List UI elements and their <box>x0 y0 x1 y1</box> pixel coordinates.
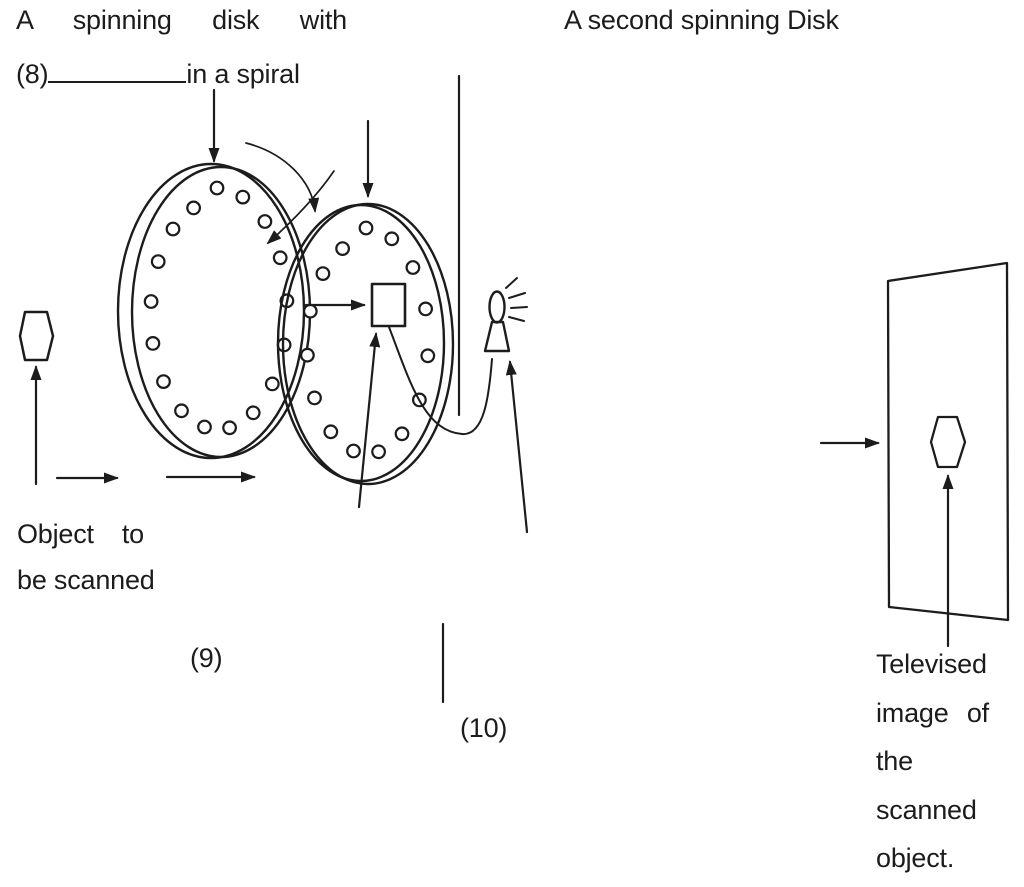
televised-hexagon <box>929 415 967 469</box>
rotation-arrows <box>245 142 335 245</box>
lamp-icon <box>483 277 528 353</box>
photocell-square <box>370 282 407 328</box>
televised-caption-line: image of <box>876 697 989 728</box>
disk1-spiral-holes <box>143 180 295 436</box>
televised-caption-line: the <box>876 746 913 776</box>
object-hexagon <box>18 310 55 362</box>
light-rays-icon <box>505 277 528 322</box>
caption-object-line2: be scanned <box>17 565 155 595</box>
screen-panel <box>886 261 1010 622</box>
arrow-to-lamp <box>505 360 529 534</box>
answer-blank-8 <box>48 53 187 83</box>
television-screen <box>886 261 1010 622</box>
blank-8-label: (8) <box>16 59 49 89</box>
televised-caption-line: scanned <box>876 794 977 825</box>
caption-televised-image: Televised image of the scanned object. <box>876 640 989 883</box>
lamp-base <box>483 320 511 353</box>
first-spinning-disk <box>116 162 312 460</box>
caption-spinning-disk: A spinning disk with <box>16 5 347 35</box>
blank-10-label: (10) <box>460 713 508 743</box>
televised-caption-line: object. <box>876 843 955 873</box>
rotation-arrow-right <box>245 142 320 213</box>
caption-object-line1: Object to <box>17 519 144 549</box>
photocell-lamp-wire <box>388 326 493 436</box>
caption-in-a-spiral: in a spiral <box>186 59 300 89</box>
lamp-bulb <box>488 290 506 324</box>
arrow-from-10-to-square <box>357 332 381 509</box>
caption-blank-8-line: (8) in a spiral <box>16 53 300 90</box>
blank-9-label: (9) <box>190 643 223 673</box>
pointer-arrows <box>30 88 954 648</box>
rotation-arrow-left <box>266 170 335 245</box>
televised-caption-line: Televised <box>876 649 987 679</box>
caption-second-disk: A second spinning Disk <box>564 5 839 35</box>
